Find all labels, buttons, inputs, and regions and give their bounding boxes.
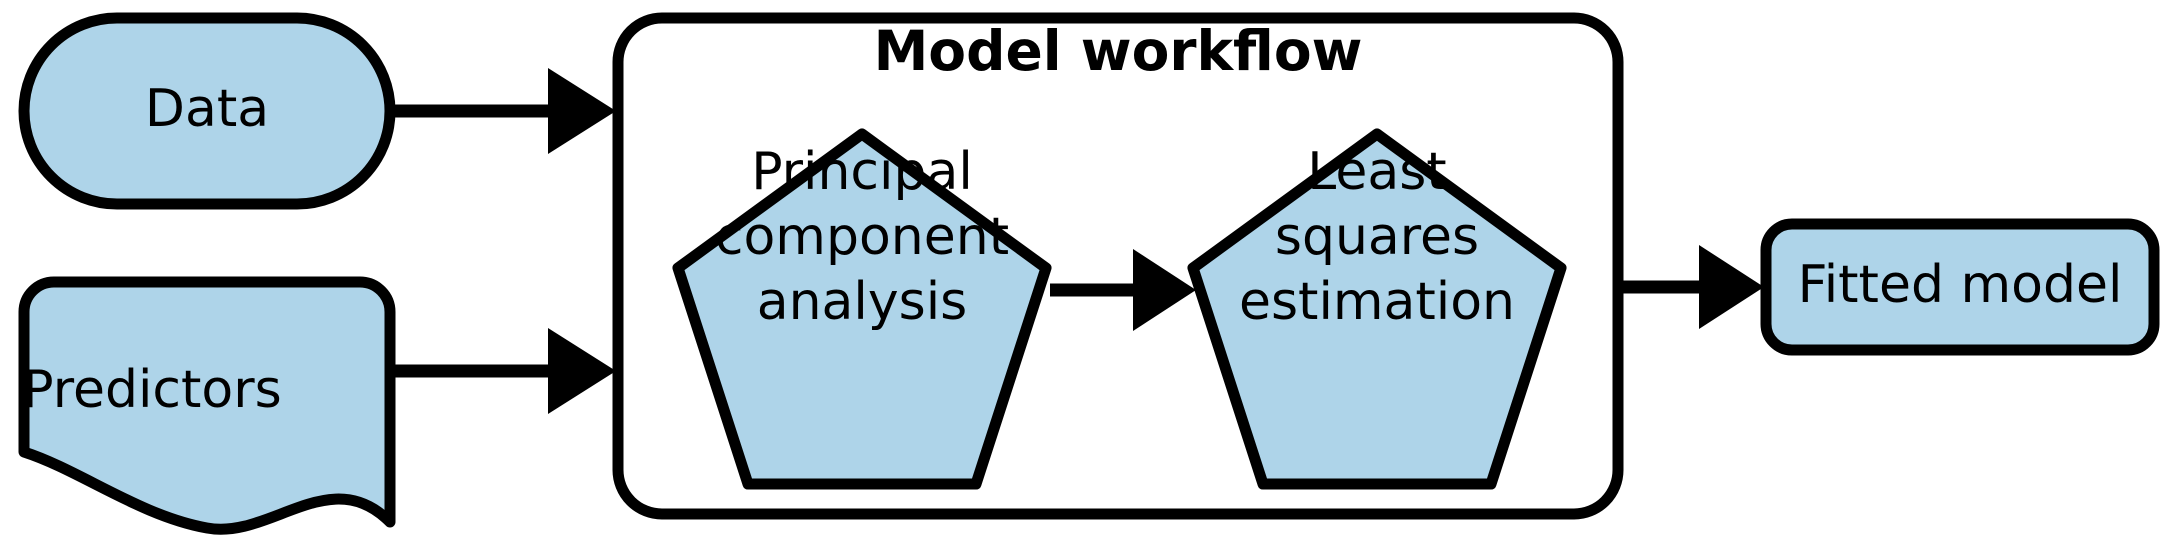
node-principal-component-analysis[interactable] <box>672 128 1052 490</box>
node-least-squares-label-line-2: squares <box>1275 207 1479 267</box>
node-least-squares-label-line-3: estimation <box>1239 272 1515 332</box>
model-workflow-title: Model workflow <box>874 19 1363 83</box>
node-data-label: Data <box>145 79 269 139</box>
edge-workflow-to-fitted-model <box>1618 245 1764 329</box>
edge-workflow-to-fitted-model-arrowhead <box>1699 245 1764 329</box>
node-data[interactable] <box>18 12 396 210</box>
node-predictors[interactable] <box>18 276 396 535</box>
edge-pca-to-least-squares <box>1050 249 1196 331</box>
edge-pca-to-least-squares-arrowhead <box>1133 249 1196 331</box>
node-pca-label-line-3: analysis <box>757 272 968 332</box>
edge-predictors-to-workflow-arrowhead <box>548 328 616 414</box>
edge-data-to-workflow <box>392 68 616 154</box>
node-least-squares-label-line-1: Least <box>1307 142 1446 202</box>
edge-data-to-workflow-arrowhead <box>548 68 616 154</box>
node-least-squares-estimation[interactable] <box>1187 128 1567 490</box>
node-predictors-label: Predictors <box>22 360 281 420</box>
node-pca-label-line-2: component <box>715 207 1009 267</box>
node-pca-label-line-1: Principal <box>751 142 973 202</box>
node-fitted-model[interactable] <box>1760 218 2160 356</box>
edge-predictors-to-workflow <box>392 328 616 414</box>
node-fitted-model-label: Fitted model <box>1798 255 2123 315</box>
